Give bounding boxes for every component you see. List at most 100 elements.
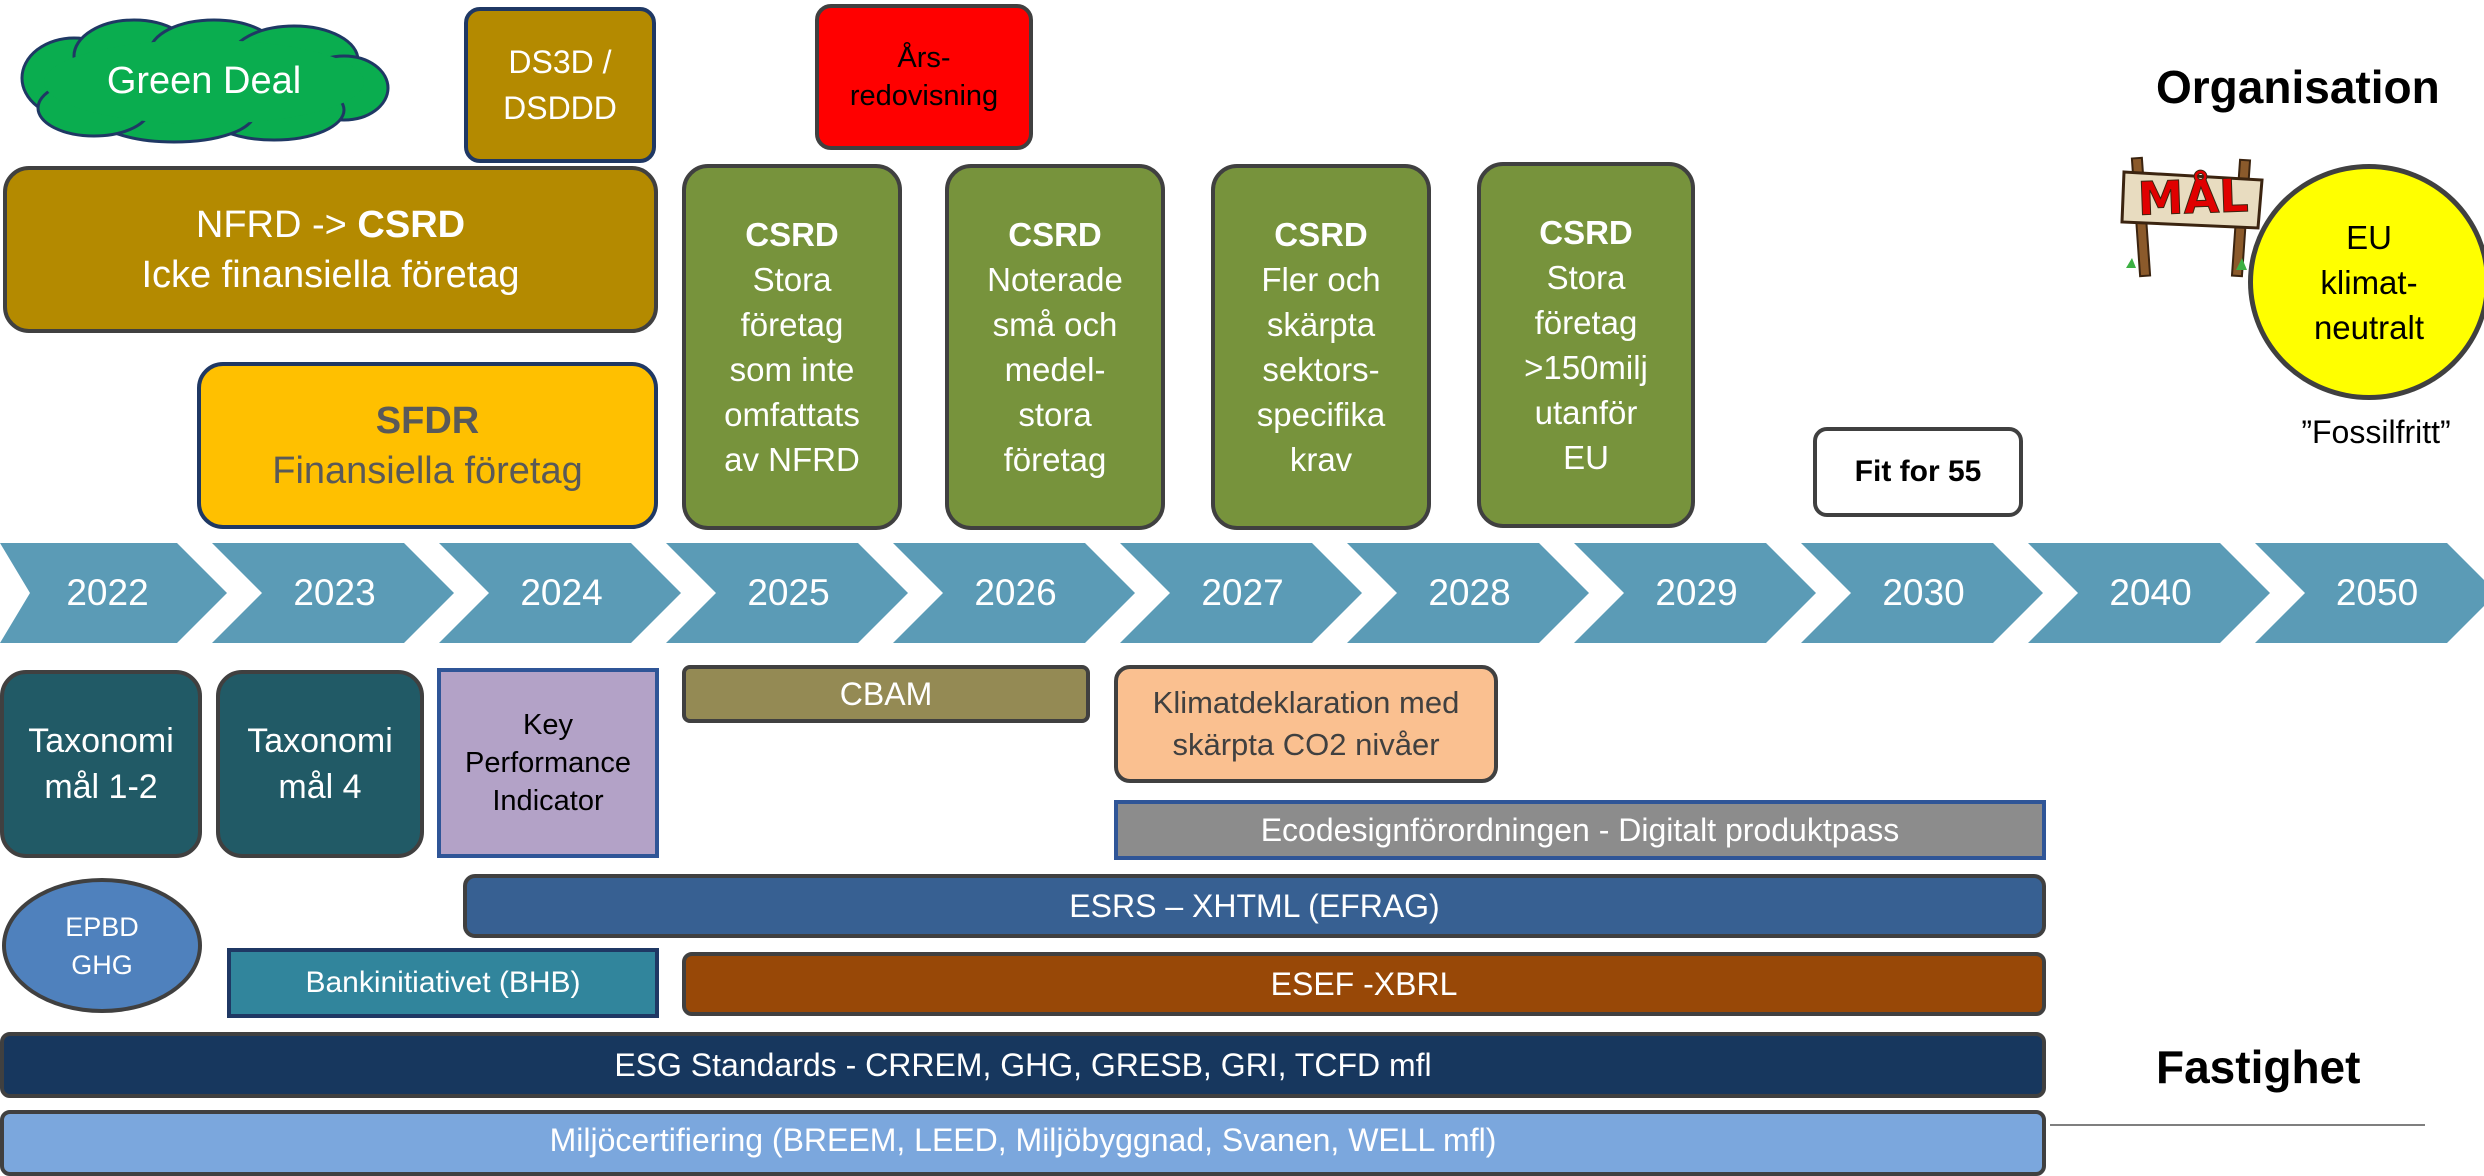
- bankinitiativet-bar: Bankinitiativet (BHB): [227, 948, 659, 1018]
- csrd-line: företag: [1003, 441, 1107, 478]
- year-2030: 2030: [1882, 572, 1965, 613]
- csrd-line: utanför: [1534, 394, 1638, 431]
- nfrd-line1: NFRD -> CSRD: [196, 200, 465, 250]
- cbam-box: CBAM: [682, 665, 1090, 723]
- kpi-line1: Key: [523, 709, 573, 741]
- ars-line1: Års-: [897, 42, 951, 74]
- timeline: 2022 2023 2024 2025 2026 2027 2028 2029 …: [0, 543, 2484, 643]
- eu-klimatneutralt-circle: EU klimat- neutralt: [2248, 164, 2484, 400]
- csrd-line: företag: [740, 306, 844, 343]
- year-2024: 2024: [520, 572, 603, 613]
- csrd-line: företag: [1534, 304, 1638, 341]
- green-deal-cloud: Green Deal: [14, 16, 394, 146]
- csrd-title: CSRD: [1008, 216, 1102, 253]
- ecodesign-bar: Ecodesignförordningen - Digitalt produkt…: [1114, 800, 2046, 860]
- kpi-box: Key Performance Indicator: [437, 668, 659, 858]
- mal-sign-text: MÅL: [2136, 168, 2250, 227]
- csrd-line: medel-: [1004, 351, 1106, 388]
- year-2027: 2027: [1201, 572, 1284, 613]
- year-2022: 2022: [66, 572, 149, 613]
- csrd-line: EU: [1563, 439, 1609, 476]
- green-deal-label: Green Deal: [106, 59, 302, 102]
- csrd-line: >150milj: [1524, 349, 1648, 386]
- sfdr-line1: SFDR: [375, 399, 480, 442]
- nfrd-line2: Icke finansiella företag: [141, 253, 520, 296]
- csrd-line: Stora: [752, 261, 832, 298]
- timeline-arrow: [1801, 543, 2043, 643]
- timeline-arrow: [0, 543, 227, 643]
- csrd-line: små och: [992, 306, 1118, 343]
- klimat-line1: Klimatdeklaration med: [1152, 685, 1460, 720]
- sfdr-line2: Finansiella företag: [272, 449, 583, 492]
- sfdr-box: SFDR Finansiella företag: [197, 362, 658, 529]
- year-2029: 2029: [1655, 572, 1738, 613]
- year-2050: 2050: [2335, 572, 2419, 613]
- year-2025: 2025: [747, 572, 830, 613]
- csrd-line: sektors-: [1262, 351, 1380, 388]
- klimat-line2: skärpta CO2 nivåer: [1172, 727, 1440, 762]
- nfrd-prefix: NFRD ->: [195, 203, 358, 246]
- timeline-arrow: [1347, 543, 1589, 643]
- ds3d-line1: DS3D /: [508, 44, 612, 80]
- timeline-arrow: [893, 543, 1135, 643]
- taxonomi4-line2: mål 4: [278, 768, 362, 806]
- year-2023: 2023: [293, 572, 376, 613]
- mal-sign: MÅL: [2118, 150, 2268, 280]
- csrd-line: skärpta: [1266, 306, 1376, 343]
- csrd-line: omfattats: [724, 396, 860, 433]
- timeline-arrow: [1120, 543, 1362, 643]
- ars-line2: redovisning: [849, 80, 999, 112]
- csrd-line: specifika: [1256, 396, 1386, 433]
- timeline-arrow: [1574, 543, 1816, 643]
- organisation-heading: Organisation: [2156, 61, 2440, 113]
- taxonomi-mal-4-box: Taxonomi mål 4: [216, 670, 424, 858]
- year-2026: 2026: [974, 572, 1057, 613]
- ds3d-box: DS3D / DSDDD: [464, 7, 656, 163]
- fastighet-heading: Fastighet: [2156, 1041, 2361, 1093]
- eu-line3: neutralt: [2313, 308, 2425, 346]
- ars-redovisning-box: Års- redovisning: [815, 4, 1033, 150]
- kpi-line2: Performance: [464, 747, 631, 779]
- csrd-title: CSRD: [1539, 214, 1633, 251]
- timeline-arrow: [2028, 543, 2270, 643]
- taxonomi1-line1: Taxonomi: [28, 722, 174, 760]
- csrd-line: av NFRD: [724, 441, 860, 478]
- kpi-line3: Indicator: [492, 785, 604, 817]
- csrd-line: som inte: [729, 351, 855, 388]
- timeline-arrow: [666, 543, 908, 643]
- ds3d-line2: DSDDD: [503, 90, 617, 126]
- timeline-arrow: [2255, 543, 2484, 643]
- csrd-title: CSRD: [1274, 216, 1368, 253]
- taxonomi1-line2: mål 1-2: [44, 768, 158, 806]
- year-2028: 2028: [1428, 572, 1511, 613]
- fastighet-divider: [2050, 1124, 2425, 1126]
- esef-bar: ESEF -XBRL: [682, 952, 2046, 1016]
- fit-for-55-box: Fit for 55: [1813, 427, 2023, 517]
- epbd-line1: EPBD: [65, 911, 139, 942]
- klimatdeklaration-box: Klimatdeklaration med skärpta CO2 nivåer: [1114, 665, 1498, 783]
- esg-standards-bar: ESG Standards - CRREM, GHG, GRESB, GRI, …: [0, 1032, 2046, 1098]
- timeline-arrows: [0, 543, 2484, 643]
- timeline-arrow: [212, 543, 454, 643]
- csrd-line: Fler och: [1261, 261, 1381, 298]
- timeline-arrow: [439, 543, 681, 643]
- csrd-line: Noterade: [987, 261, 1123, 298]
- nfrd-csrd: CSRD: [357, 203, 466, 246]
- miljocertifiering-bar: Miljöcertifiering (BREEM, LEED, Miljöbyg…: [0, 1110, 2046, 1176]
- csrd-title: CSRD: [745, 216, 839, 253]
- eu-line2: klimat-: [2320, 263, 2418, 301]
- epbd-ghg-ellipse: EPBD GHG: [2, 878, 202, 1013]
- eu-line1: EU: [2346, 218, 2392, 256]
- csrd-line: stora: [1018, 396, 1092, 433]
- fossilfritt-label: ”Fossilfritt”: [2301, 413, 2451, 450]
- csrd-line: krav: [1289, 441, 1353, 478]
- csrd-box-2028: CSRD Stora företag >150milj utanför EU: [1477, 162, 1695, 528]
- csrd-box-2025: CSRD Stora företag som inte omfattats av…: [682, 164, 902, 530]
- csrd-line: Stora: [1546, 259, 1626, 296]
- esrs-bar: ESRS – XHTML (EFRAG): [463, 874, 2046, 938]
- year-2040: 2040: [2109, 572, 2192, 613]
- epbd-line2: GHG: [71, 949, 133, 980]
- csrd-box-2027: CSRD Fler och skärpta sektors- specifika…: [1211, 164, 1431, 530]
- taxonomi4-line1: Taxonomi: [247, 722, 393, 760]
- taxonomi-mal-1-2-box: Taxonomi mål 1-2: [0, 670, 202, 858]
